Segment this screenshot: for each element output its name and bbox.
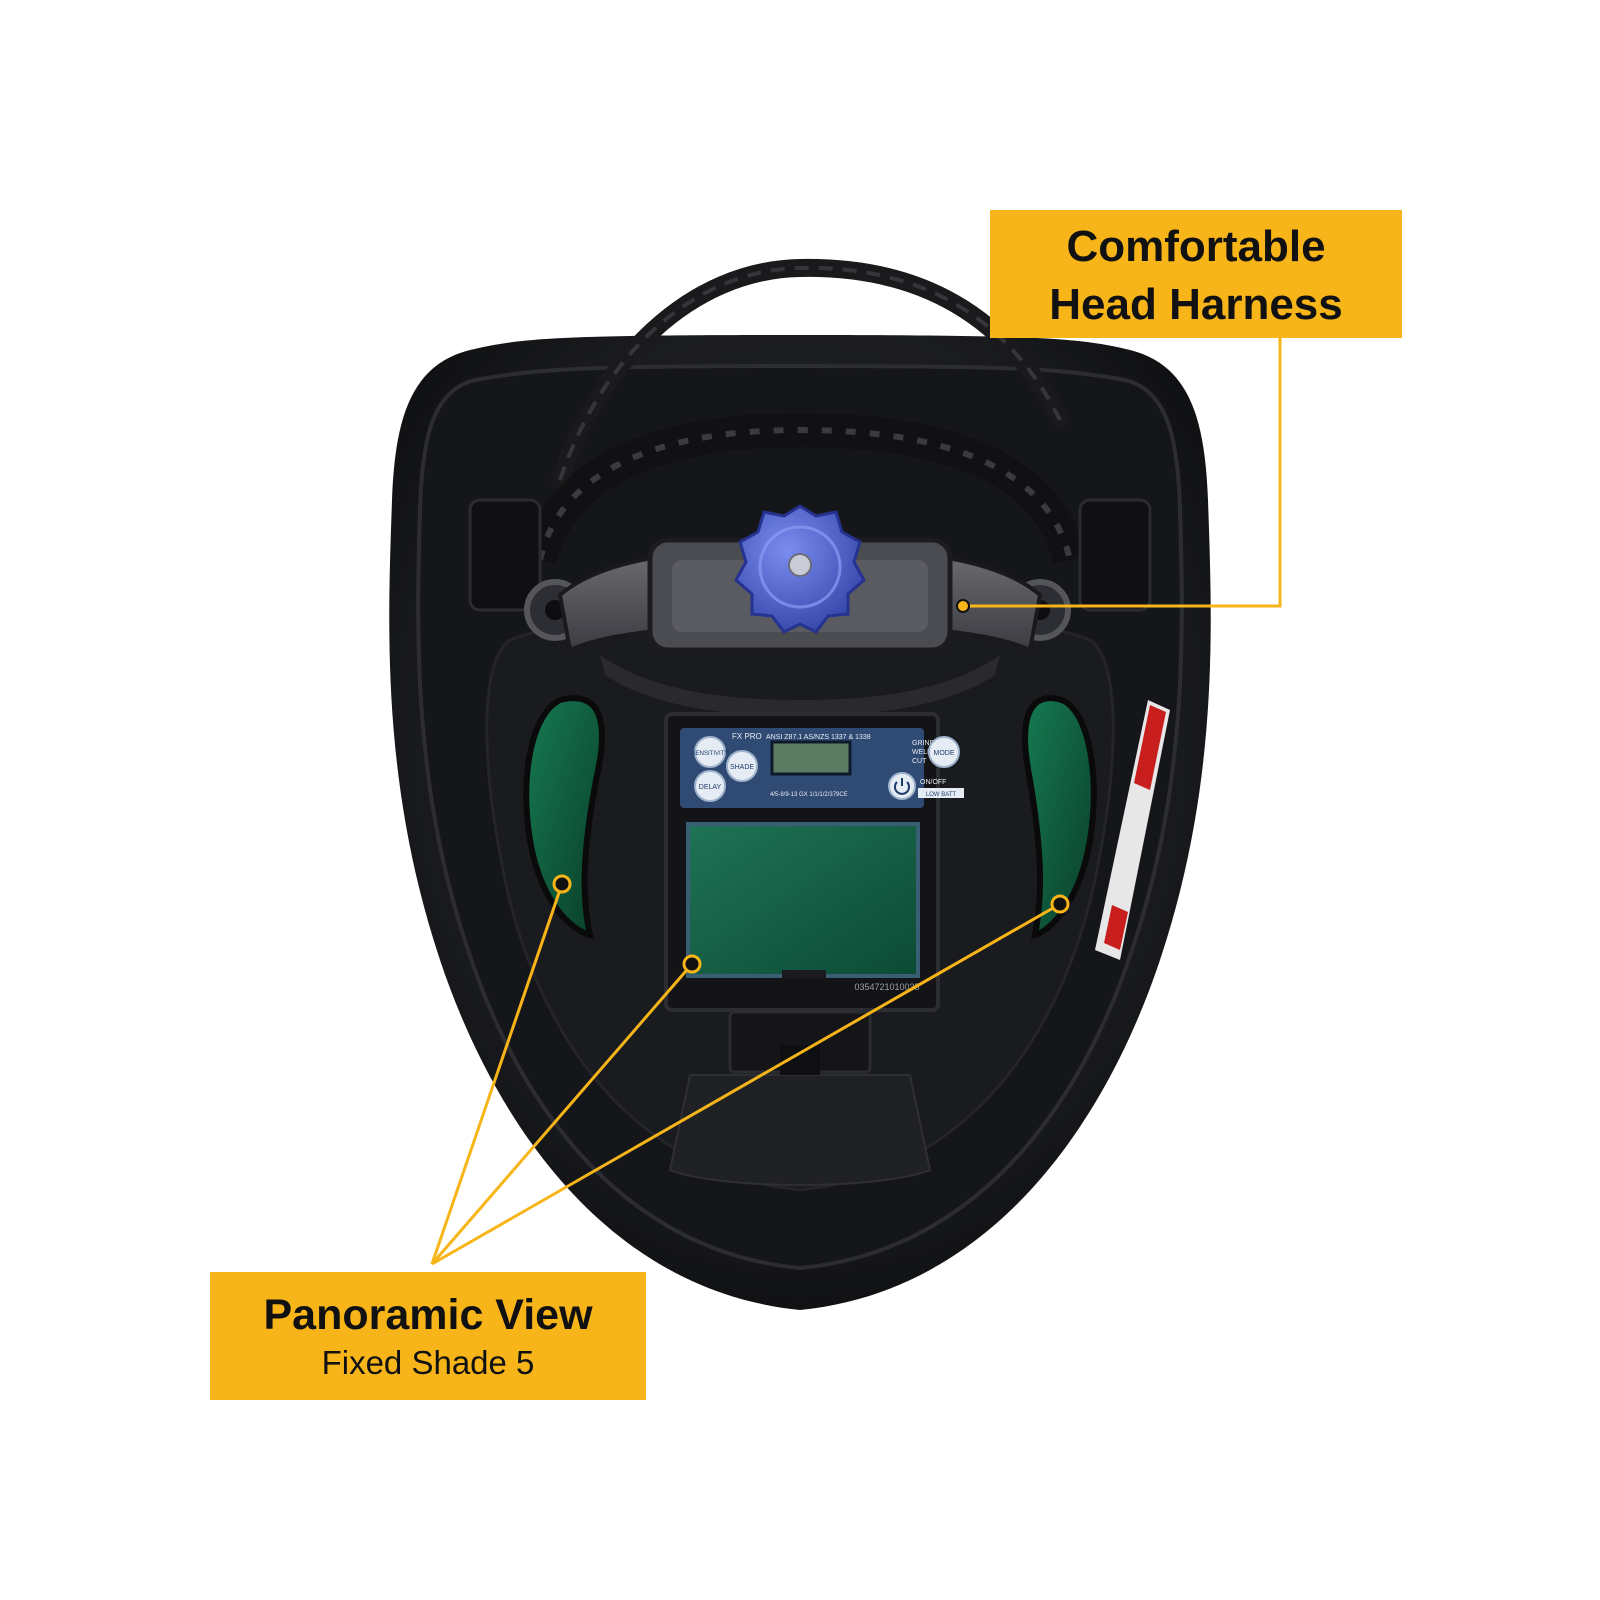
harness-marker-dot bbox=[956, 599, 970, 613]
side-lens-left bbox=[523, 695, 605, 940]
svg-text:SHADE: SHADE bbox=[730, 764, 754, 771]
mode-button[interactable]: MODE bbox=[928, 736, 960, 768]
callout-head-harness: Comfortable Head Harness bbox=[990, 210, 1402, 338]
adf-cartridge: FX PRO ANSI Z87.1 AS/NZS 1337 & 1338 SEN… bbox=[664, 712, 964, 1075]
adf-standards: ANSI Z87.1 AS/NZS 1337 & 1338 bbox=[766, 734, 871, 741]
power-label: ON/OFF bbox=[920, 779, 946, 786]
mode-list: GRIND WELD CUT bbox=[912, 740, 935, 765]
svg-text:DELAY: DELAY bbox=[699, 784, 722, 791]
svg-text:CUT: CUT bbox=[912, 758, 927, 765]
warning-label bbox=[1095, 700, 1170, 960]
ratchet-knob[interactable] bbox=[734, 504, 866, 634]
adf-brand: FX PRO bbox=[732, 732, 762, 741]
main-lens-marker-dot bbox=[682, 954, 702, 974]
harness-sweatband bbox=[600, 655, 1000, 716]
right-lens-marker-dot bbox=[1050, 894, 1070, 914]
callout-harness-line2: Head Harness bbox=[1049, 280, 1343, 329]
panoramic-leader-lines bbox=[430, 883, 1061, 1266]
sensitivity-button[interactable]: SENSITIVITY bbox=[692, 736, 729, 768]
svg-text:MODE: MODE bbox=[934, 750, 955, 757]
low-batt-indicator bbox=[918, 788, 964, 798]
callout-panoramic-view: Panoramic View Fixed Shade 5 bbox=[210, 1272, 646, 1400]
callout-panoramic-title: Panoramic View bbox=[263, 1291, 593, 1339]
adf-display bbox=[770, 740, 852, 776]
svg-text:GRIND: GRIND bbox=[912, 740, 935, 747]
adf-serial: 0354721010035 bbox=[854, 982, 919, 992]
callout-panoramic-subtitle: Fixed Shade 5 bbox=[321, 1344, 535, 1381]
callout-harness-line1: Comfortable bbox=[1066, 222, 1326, 271]
svg-text:LOW BATT: LOW BATT bbox=[926, 792, 957, 798]
main-viewing-lens bbox=[686, 822, 920, 978]
power-button[interactable] bbox=[888, 772, 916, 800]
svg-text:WELD: WELD bbox=[912, 749, 932, 756]
delay-button[interactable]: DELAY bbox=[694, 770, 726, 802]
left-lens-marker-dot bbox=[552, 874, 572, 894]
helmet-chin bbox=[668, 1074, 932, 1186]
harness-leader-line bbox=[963, 338, 1282, 608]
adf-rating: 4/5-8/9-13 GX 1/1/1/2/379CE bbox=[770, 792, 848, 798]
svg-text:SENSITIVITY: SENSITIVITY bbox=[692, 751, 729, 757]
power-icon bbox=[894, 778, 910, 795]
side-lens-right bbox=[1022, 695, 1097, 940]
shade-button[interactable]: SHADE bbox=[726, 750, 758, 782]
